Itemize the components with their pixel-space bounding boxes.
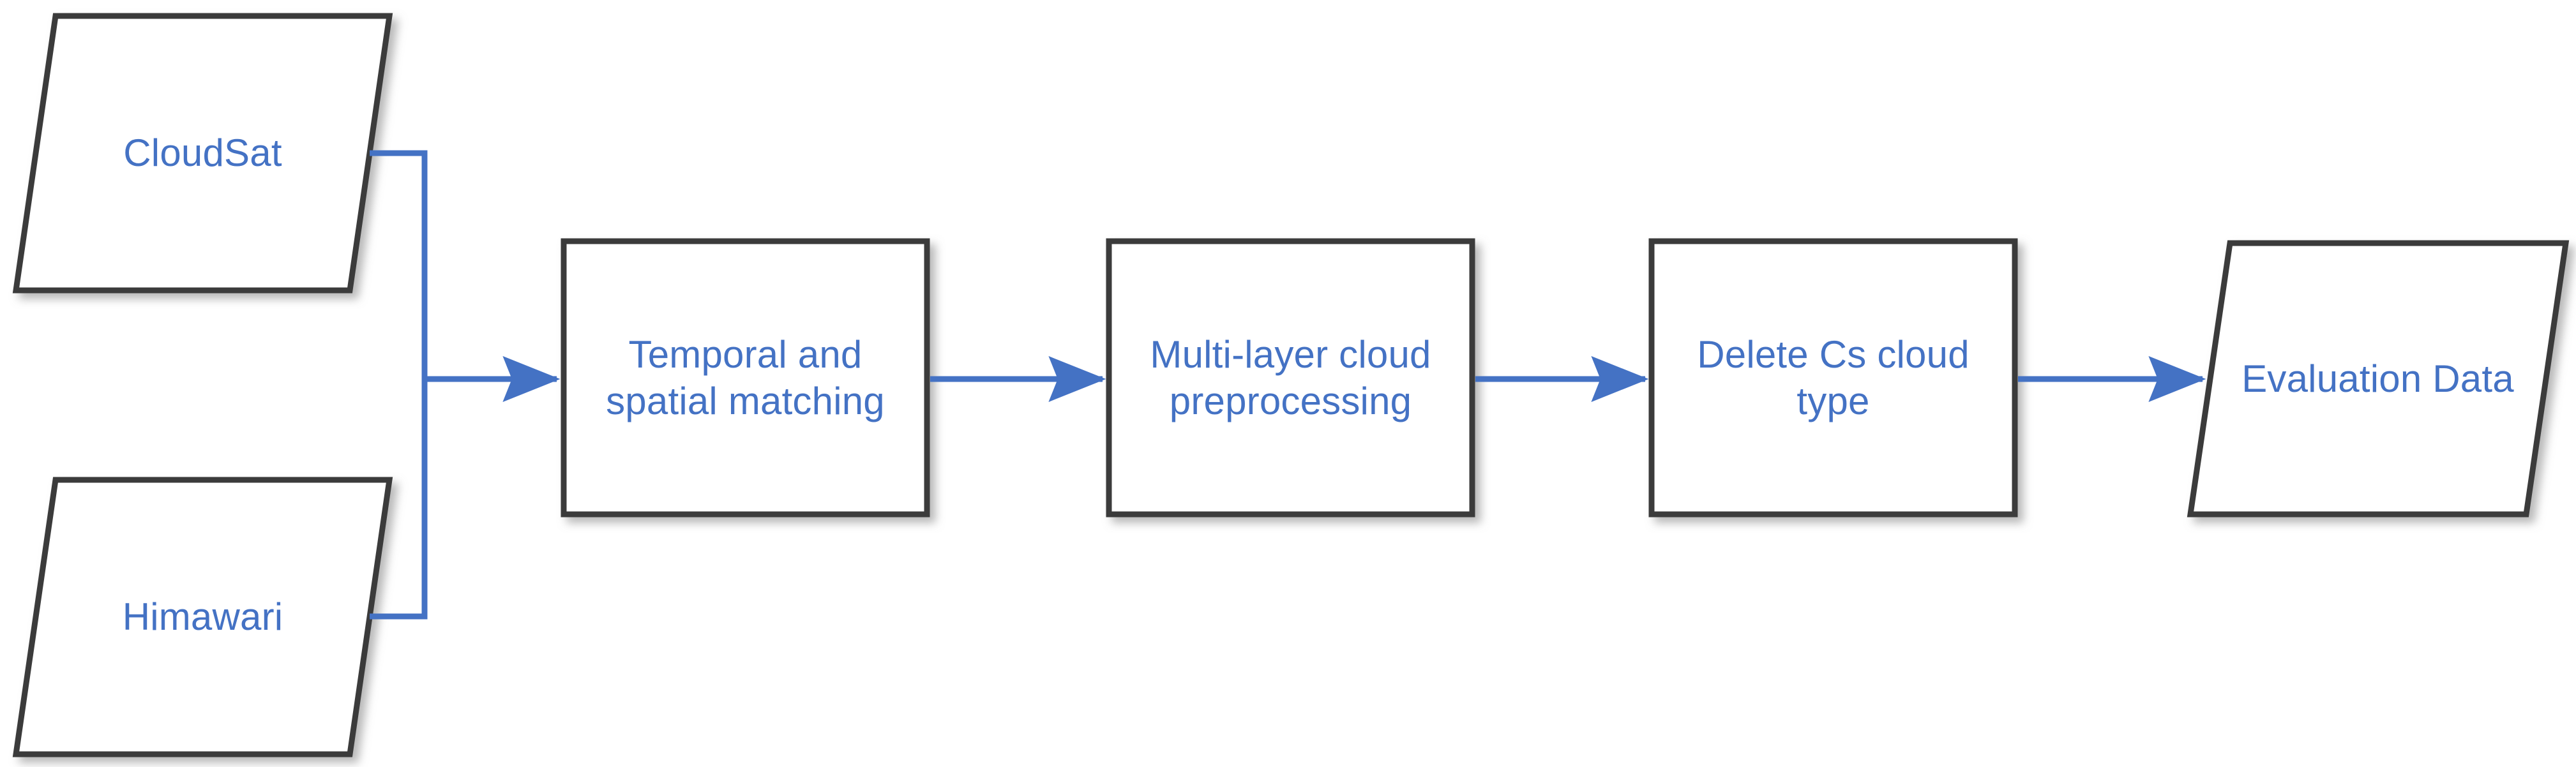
node-shape-delete-cs[interactable]: [1648, 238, 2018, 518]
node-shape-evaluation[interactable]: [2187, 240, 2570, 518]
node-shape-matching[interactable]: [561, 238, 930, 518]
node-shape-cloudsat[interactable]: [12, 13, 393, 294]
edge-cloudsat-to-matching: [370, 150, 428, 379]
edge-himawari-to-matching: [370, 379, 428, 620]
node-shape-preprocessing[interactable]: [1106, 238, 1475, 518]
node-shape-himawari[interactable]: [12, 477, 393, 757]
